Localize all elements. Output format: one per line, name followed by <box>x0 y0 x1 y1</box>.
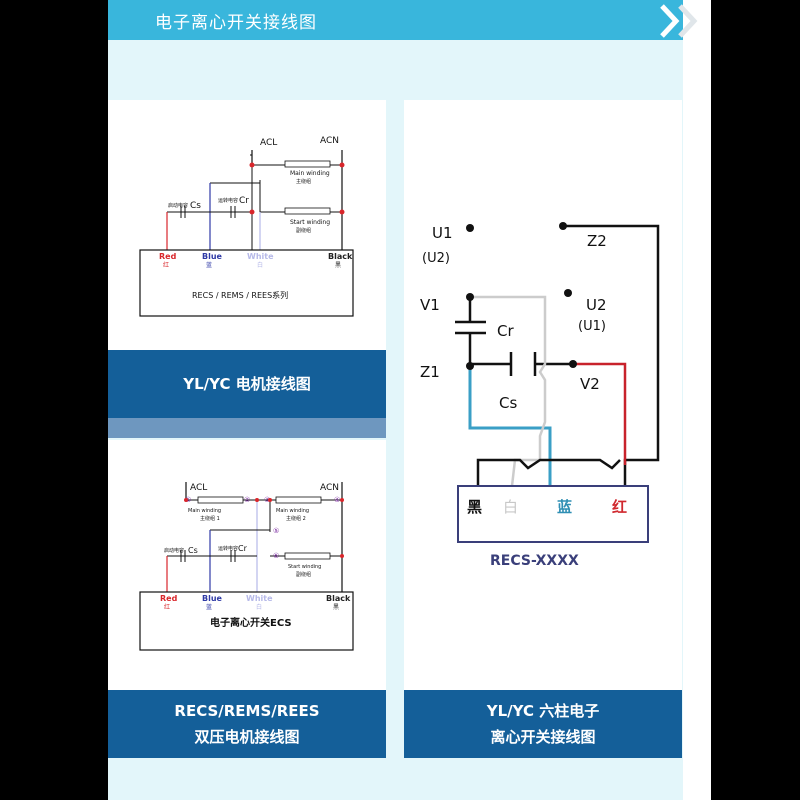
start-winding-cn-label: 副绕组 <box>296 227 311 234</box>
main-winding-cn-label: 主绕组 <box>296 178 311 185</box>
chevron-right-icon <box>660 4 680 38</box>
u1-paren-label: (U1) <box>578 319 606 334</box>
cr-cn-label: 运转电容 <box>218 545 238 552</box>
main-winding-label: Main winding <box>290 170 330 177</box>
blue-terminal-label: 蓝 <box>557 498 572 516</box>
blue-wire-label: Blue <box>202 594 223 603</box>
red-wire-cn: 红 <box>163 261 169 269</box>
wiring-diagram-yl-yc: ACL ACN Main winding <box>139 136 354 317</box>
main-winding-2-cn: 主绕组 2 <box>286 515 306 522</box>
diagram-card-1: ACL ACN Main winding <box>108 100 386 350</box>
start-winding-cn: 副绕组 <box>296 571 311 578</box>
wiring-diagram-six-pin: U1 (U2) Z2 V1 U2 (U1) Cr Z1 V2 Cs 黑 白 蓝 … <box>420 222 660 569</box>
terminal-1: ① <box>185 496 191 504</box>
acn-label: ACN <box>320 136 339 146</box>
white-wire-cn: 白 <box>256 603 262 611</box>
caption-dual-voltage: RECS/REMS/REES 双压电机接线图 <box>108 690 386 758</box>
v1-label: V1 <box>420 296 440 314</box>
caption-text: YL/YC 电机接线图 <box>183 375 311 393</box>
terminal-6: ⑥ <box>273 552 279 560</box>
cs-label: Cs <box>190 201 201 211</box>
diagram-card-2: ACL ACN ① ② ③ ④ ⑤ ⑥ <box>108 440 386 690</box>
caption-yl-yc: YL/YC 电机接线图 <box>108 350 386 418</box>
start-winding-label: Start winding <box>290 219 330 226</box>
caption-line-2: 离心开关接线图 <box>490 728 596 746</box>
cr-label: Cr <box>239 196 249 206</box>
black-wire-cn: 黑 <box>335 262 341 269</box>
red-terminal-label: 红 <box>612 498 627 516</box>
black-terminal-label: 黑 <box>467 498 482 516</box>
black-wire-cn: 黑 <box>333 604 339 611</box>
red-wire-label: Red <box>159 252 177 261</box>
divider-strip <box>108 418 386 438</box>
white-wire-cn: 白 <box>257 261 263 269</box>
white-wire-label: White <box>246 594 273 603</box>
white-wire-label: White <box>247 252 274 261</box>
blue-wire-label: Blue <box>202 252 223 261</box>
terminal-4: ④ <box>334 496 340 504</box>
terminal-2: ② <box>244 496 250 504</box>
ecs-box-text: 电子离心开关ECS <box>210 616 292 629</box>
u2-label: U2 <box>586 296 607 314</box>
cs-cn-label: 启动电容 <box>168 202 188 209</box>
red-wire-label: Red <box>160 594 178 603</box>
caption-six-pin: YL/YC 六柱电子 离心开关接线图 <box>404 690 682 758</box>
caption-line-2: 双压电机接线图 <box>194 728 300 746</box>
acl-label: ACL <box>190 483 207 493</box>
red-wire-cn: 红 <box>164 603 170 611</box>
u2-paren-label: (U2) <box>422 251 450 266</box>
terminal-3: ③ <box>264 496 270 504</box>
right-margin-strip <box>683 0 711 800</box>
black-wire-label: Black <box>328 252 353 261</box>
switch-model-label: RECS-XXXX <box>490 553 579 569</box>
terminal-5: ⑤ <box>273 527 279 535</box>
cs-cn-label: 启动电容 <box>164 547 184 554</box>
caption-line-1: YL/YC 六柱电子 <box>486 702 600 720</box>
u1-label: U1 <box>432 224 453 242</box>
main-winding-2-label: Main winding <box>276 508 309 514</box>
blue-wire-cn: 蓝 <box>206 261 212 269</box>
z2-label: Z2 <box>587 232 607 250</box>
diagram-card-3: U1 (U2) Z2 V1 U2 (U1) Cr Z1 V2 Cs 黑 白 蓝 … <box>404 100 682 690</box>
start-winding-label: Start winding <box>288 564 321 570</box>
v2-label: V2 <box>580 375 600 393</box>
blue-wire-cn: 蓝 <box>206 603 212 611</box>
wiring-diagram-dual-voltage: ACL ACN ① ② ③ ④ ⑤ ⑥ <box>139 482 354 651</box>
page-title: 电子离心开关接线图 <box>155 13 317 33</box>
acn-label: ACN <box>320 483 339 493</box>
z1-label: Z1 <box>420 363 440 381</box>
page-header <box>108 0 683 40</box>
series-box-text: RECS / REMS / REES系列 <box>192 290 288 300</box>
chevron-right-icon <box>678 4 698 38</box>
black-wire-label: Black <box>326 594 351 603</box>
main-winding-1-label: Main winding <box>188 508 221 514</box>
cs-label: Cs <box>188 546 198 555</box>
white-terminal-label: 白 <box>503 498 518 516</box>
cs-label: Cs <box>499 394 517 412</box>
cr-cn-label: 运转电容 <box>218 197 238 204</box>
acl-label: ACL <box>260 138 277 148</box>
caption-line-1: RECS/REMS/REES <box>174 702 320 720</box>
cr-label: Cr <box>238 544 248 553</box>
cr-label: Cr <box>497 322 514 340</box>
main-winding-1-cn: 主绕组 1 <box>200 515 220 522</box>
